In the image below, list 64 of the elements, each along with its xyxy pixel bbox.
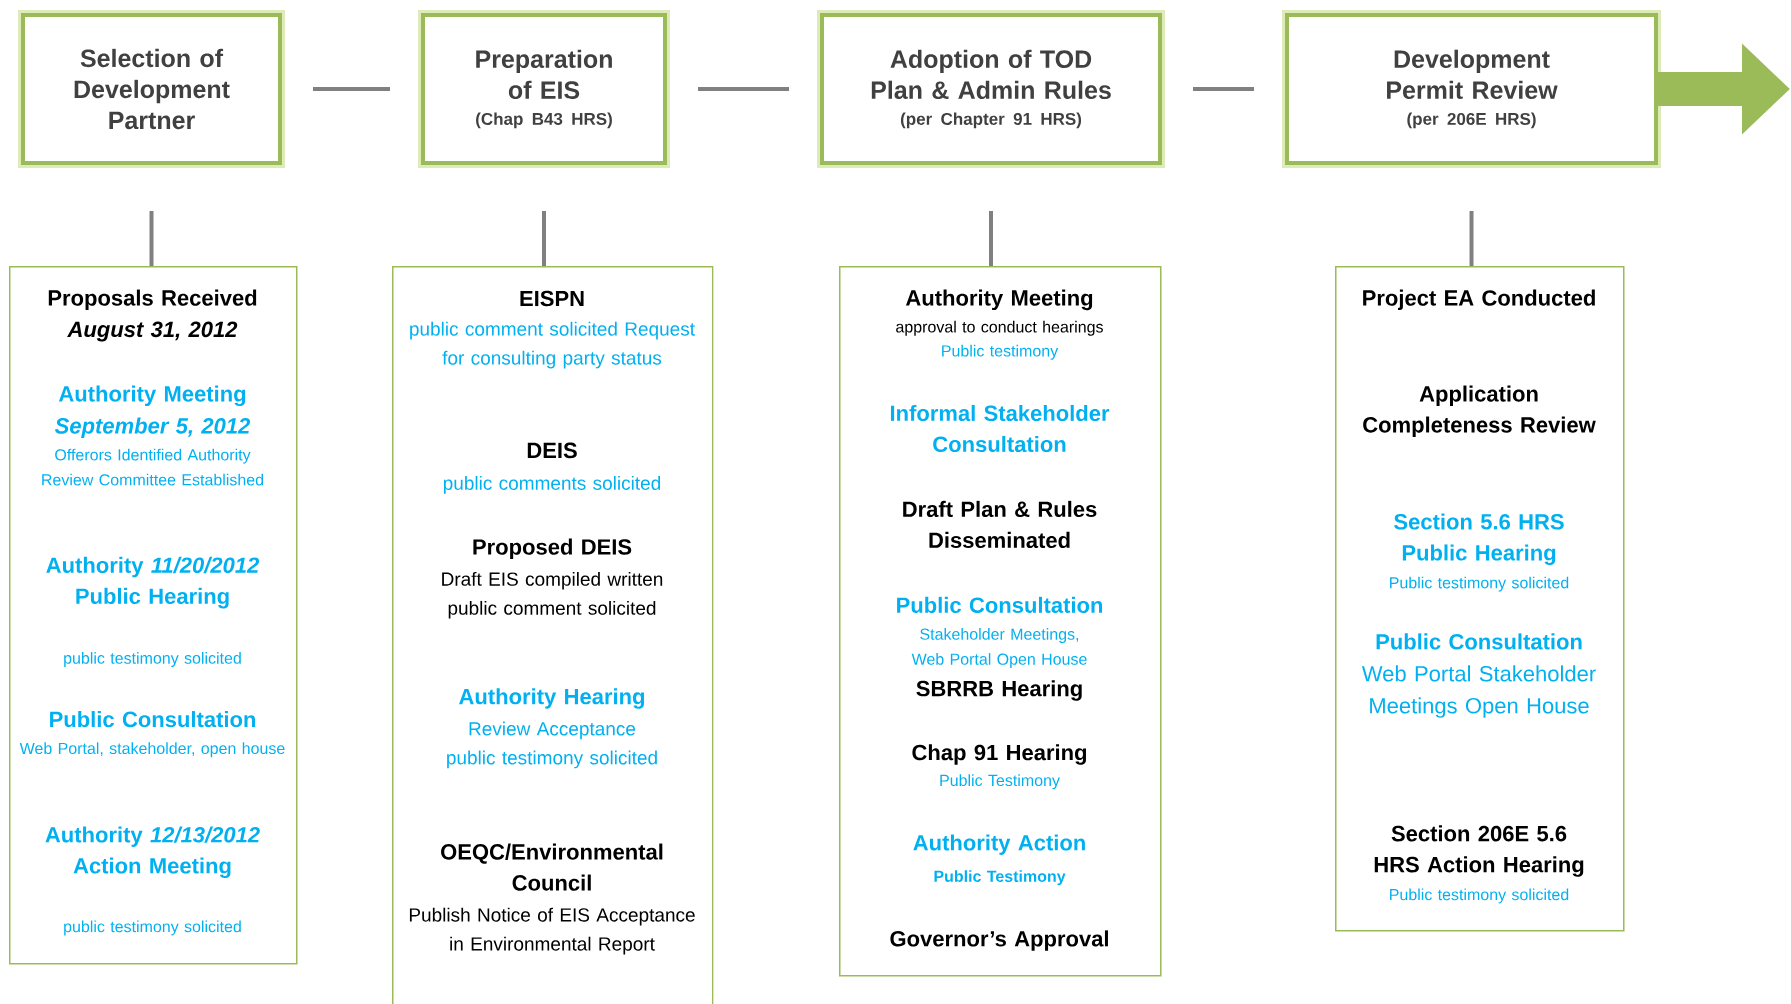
milestone-title: Governor’s Approval — [890, 930, 1108, 951]
milestone-title: Informal Stakeholder Consultation — [890, 404, 1110, 453]
stage-box — [18, 10, 285, 168]
milestone-note: Stakeholder Meetings, Web Portal Open House — [911, 628, 1087, 668]
milestone-title: Section 5.6 HRS Public Hearing — [1394, 513, 1564, 566]
milestone-title: August 31, 2012 — [67, 321, 238, 342]
box-subtitle: (per Chapter 91 HRS) — [900, 112, 1082, 129]
milestone-title: Authority Action — [913, 834, 1085, 855]
milestone-title: Authority Hearing — [459, 688, 645, 709]
box-subtitle: (Chap B43 HRS) — [476, 112, 612, 129]
milestone-title: Authority Meeting — [905, 289, 1093, 311]
milestone-note: public comment solicited Request for consulting party status — [410, 321, 695, 369]
milestone-note: public testimony solicited — [64, 920, 241, 936]
milestone-note: Public testimony solicited — [1390, 888, 1569, 904]
connector-line — [542, 211, 546, 266]
milestone-title: Proposed DEIS — [473, 538, 632, 560]
milestone-note: Web Portal, stakeholder, open house — [19, 742, 285, 758]
milestone-title: Public Consultation — [897, 596, 1103, 613]
milestone-title: Draft Plan & Rules Disseminated — [903, 500, 1097, 549]
milestone-note: Web Portal Stakeholder Meetings Open House — [1361, 665, 1596, 718]
column-box — [9, 266, 298, 965]
milestone-title: EISPN — [520, 290, 584, 307]
box-heading: Preparation of EIS — [476, 49, 612, 100]
milestone-title: Application Completeness Review — [1363, 385, 1596, 437]
milestone-note: Public Testimony — [934, 870, 1066, 886]
milestone-title: Chap 91 Hearing — [912, 744, 1087, 765]
connector-line — [989, 211, 993, 266]
box-heading: Selection of Development Partner — [74, 48, 230, 130]
milestone-title: Project EA Conducted — [1363, 289, 1595, 311]
milestone-note: public testimony solicited — [64, 652, 241, 667]
milestone-title: DEIS — [527, 442, 577, 459]
connector-line — [698, 87, 789, 91]
connector-line — [1469, 211, 1474, 266]
stage-box — [817, 10, 1165, 168]
milestone-title: Authority Meeting — [58, 385, 246, 407]
milestone-note: Public testimony solicited — [1390, 576, 1569, 592]
box-heading: Development Permit Review — [1387, 49, 1558, 100]
stage-box — [1282, 10, 1661, 168]
milestone-note: approval to conduct hearings — [896, 320, 1103, 336]
milestone-title: Authority 12/13/2012 Action Meeting — [45, 826, 260, 878]
column-box — [392, 266, 714, 1004]
milestone-title: Public Consultation — [1376, 633, 1582, 650]
milestone-note: Publish Notice of EIS Acceptance in Environmental Report — [409, 907, 695, 955]
milestone-note: Offerors Identified Authority Review Committee Established — [42, 448, 264, 486]
milestone-title: OEQC/Environmental Council — [441, 843, 663, 891]
box-subtitle: (per 206E HRS) — [1407, 112, 1536, 129]
column-box — [1335, 266, 1625, 932]
stage-box — [418, 10, 670, 168]
milestone-note: Draft EIS compiled written public comment solicited — [442, 571, 663, 619]
connector-line — [1193, 87, 1254, 91]
milestone-note: public comments solicited — [443, 475, 660, 494]
milestone-title: Section 206E 5.6 HRS Action Hearing — [1374, 825, 1584, 877]
milestone-note: Review Acceptance public testimony solicited — [447, 721, 657, 769]
connector-line — [149, 211, 154, 266]
milestone-note: Public Testimony — [940, 774, 1060, 790]
milestone-title: Proposals Received — [48, 289, 257, 311]
box-heading: Adoption of TOD Plan & Admin Rules — [871, 49, 1111, 100]
connector-line — [313, 87, 390, 91]
milestone-title: Authority 11/20/2012 Public Hearing — [46, 556, 260, 609]
milestone-title: September 5, 2012 — [54, 417, 251, 438]
milestone-title: Public Consultation — [50, 711, 256, 728]
column-box — [839, 266, 1162, 977]
milestone-title: SBRRB Hearing — [916, 680, 1082, 701]
milestone-note: Public testimony — [942, 344, 1059, 360]
